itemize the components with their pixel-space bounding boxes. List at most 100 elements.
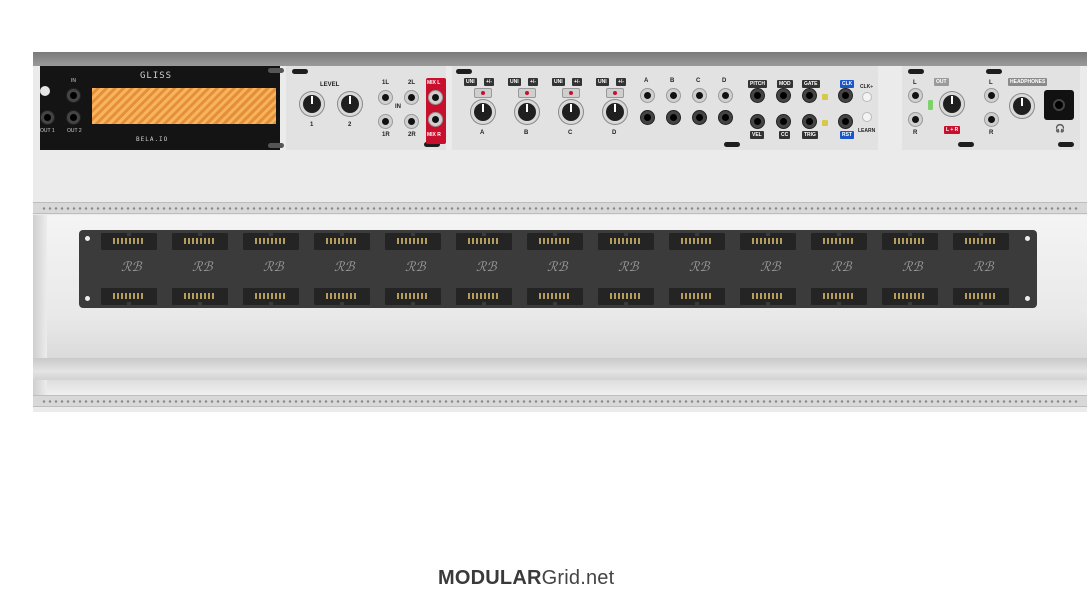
- screw-icon: [908, 69, 924, 74]
- bus-header-bottom: [456, 288, 512, 306]
- midi-clk-jack[interactable]: [838, 88, 853, 103]
- midi-learn-label: LEARN: [858, 128, 876, 134]
- bus-header-bottom: [385, 288, 441, 306]
- mixer-mix-l-jack[interactable]: [428, 90, 443, 105]
- midi-learn-button[interactable]: [862, 112, 872, 122]
- gliss-out1-jack[interactable]: [40, 110, 55, 125]
- midi-pitch-jack[interactable]: [750, 88, 765, 103]
- output-lr-label: L + R: [944, 126, 961, 134]
- attenuverter-out-jack-d[interactable]: [718, 110, 733, 125]
- headphones-title: HEADPHONES: [1008, 78, 1048, 86]
- bus-connector: ℛℬ: [596, 230, 656, 308]
- mixer-in-2l-jack[interactable]: [404, 90, 419, 105]
- attenuverter-in-jack-d[interactable]: [718, 88, 733, 103]
- output-level-knob[interactable]: [940, 92, 964, 116]
- output-l-jack[interactable]: [908, 88, 923, 103]
- midi-rst-jack[interactable]: [838, 114, 853, 129]
- bus-header-top: [598, 232, 654, 250]
- module-output[interactable]: L R OUT L + R: [902, 66, 982, 150]
- mount-hole-icon: [1025, 236, 1030, 241]
- gliss-button[interactable]: [40, 86, 50, 96]
- headphones-l-jack[interactable]: [984, 88, 999, 103]
- bus-header-bottom: [811, 288, 867, 306]
- mixer-mix-l-label: MIX L: [427, 80, 441, 86]
- module-mixer[interactable]: LEVEL 1 2 1L 1R IN 2L 2R MIX L MIX R: [286, 66, 446, 150]
- midi-vel-jack[interactable]: [750, 114, 765, 129]
- screw-icon: [456, 69, 472, 74]
- gliss-out2-jack[interactable]: [66, 110, 81, 125]
- attenuverter-bi-label: +/-: [484, 78, 494, 86]
- bus-connector: ℛℬ: [667, 230, 727, 308]
- midi-mod-jack[interactable]: [776, 88, 791, 103]
- gliss-out2-label: OUT 2: [67, 128, 82, 134]
- midi-vel-label: VEL: [750, 131, 764, 139]
- attenuverter-bi-label: +/-: [528, 78, 538, 86]
- bay-lower-shelf: [33, 358, 1087, 380]
- attenuverter-out-jack-b[interactable]: [666, 110, 681, 125]
- attenuverter-knob-a[interactable]: [471, 100, 495, 124]
- headphones-l-label: L: [989, 80, 993, 86]
- attenuverter-channel-label: D: [612, 130, 617, 136]
- mixer-in-2r-jack[interactable]: [404, 114, 419, 129]
- headphones-icon: 🎧: [1055, 124, 1065, 133]
- bus-header-bottom: [314, 288, 370, 306]
- output-r-jack[interactable]: [908, 112, 923, 127]
- bus-header-bottom: [527, 288, 583, 306]
- mixer-level-knob-2[interactable]: [338, 92, 362, 116]
- bus-header-bottom: [953, 288, 1009, 306]
- mixer-in-2l-label: 2L: [408, 80, 416, 86]
- midi-cc-jack[interactable]: [776, 114, 791, 129]
- attenuverter-jack-label: A: [644, 78, 649, 84]
- attenuverter-in-jack-b[interactable]: [666, 88, 681, 103]
- bus-connector: ℛℬ: [880, 230, 940, 308]
- attenuverter-channel-label: C: [568, 130, 573, 136]
- bus-header-top: [456, 232, 512, 250]
- bus-header-bottom: [669, 288, 725, 306]
- mixer-in-1r-label: 1R: [382, 132, 390, 138]
- attenuverter-led-icon: [525, 91, 529, 95]
- midi-rst-label: RST: [840, 131, 854, 139]
- midi-clk-div-label: CLK÷: [860, 84, 874, 90]
- module-gliss[interactable]: IN OUT 1 OUT 2 GLISS BELA.IO: [40, 66, 284, 150]
- attenuverter-in-jack-c[interactable]: [692, 88, 707, 103]
- bus-header-top: [385, 232, 441, 250]
- attenuverter-knob-c[interactable]: [559, 100, 583, 124]
- attenuverter-knob-b[interactable]: [515, 100, 539, 124]
- attenuverter-knob-d[interactable]: [603, 100, 627, 124]
- bus-connector: ℛℬ: [525, 230, 585, 308]
- bus-logo-icon: ℛℬ: [192, 260, 213, 275]
- attenuverter-in-jack-a[interactable]: [640, 88, 655, 103]
- screw-icon: [724, 142, 740, 147]
- attenuverter-out-jack-a[interactable]: [640, 110, 655, 125]
- headphones-jack-socket-icon: [1053, 99, 1065, 111]
- attenuverter-jack-label: D: [722, 78, 727, 84]
- bus-logo-icon: ℛℬ: [618, 260, 639, 275]
- bus-logo-icon: ℛℬ: [902, 260, 923, 275]
- attenuverter-channel-d: UNI+/-D: [594, 66, 638, 150]
- mixer-in-1l-jack[interactable]: [378, 90, 393, 105]
- module-midi[interactable]: PITCH MOD GATE CLK VEL CC TRIG RST CLK÷ …: [744, 66, 878, 150]
- mixer-knob-2-label: 2: [348, 122, 352, 128]
- module-headphones[interactable]: HEADPHONES L R 🎧: [982, 66, 1080, 150]
- bus-logo-icon: ℛℬ: [476, 260, 497, 275]
- midi-gate-jack[interactable]: [802, 88, 817, 103]
- bus-header-top: [101, 232, 157, 250]
- bus-logo-icon: ℛℬ: [831, 260, 852, 275]
- headphones-r-jack[interactable]: [984, 112, 999, 127]
- mixer-level-knob-1[interactable]: [300, 92, 324, 116]
- midi-clk-div-button[interactable]: [862, 92, 872, 102]
- mixer-in-1r-jack[interactable]: [378, 114, 393, 129]
- midi-gate-label: GATE: [802, 80, 820, 88]
- gliss-out1-label: OUT 1: [40, 128, 55, 134]
- attenuverter-out-jack-c[interactable]: [692, 110, 707, 125]
- gliss-in-jack[interactable]: [66, 88, 81, 103]
- midi-mod-label: MOD: [777, 80, 793, 88]
- rail-lower: [33, 395, 1087, 407]
- midi-trig-jack[interactable]: [802, 114, 817, 129]
- bus-header-top: [527, 232, 583, 250]
- mixer-mix-r-jack[interactable]: [428, 112, 443, 127]
- headphones-volume-knob[interactable]: [1010, 94, 1034, 118]
- gliss-display[interactable]: [92, 88, 276, 124]
- midi-trig-label: TRIG: [802, 131, 818, 139]
